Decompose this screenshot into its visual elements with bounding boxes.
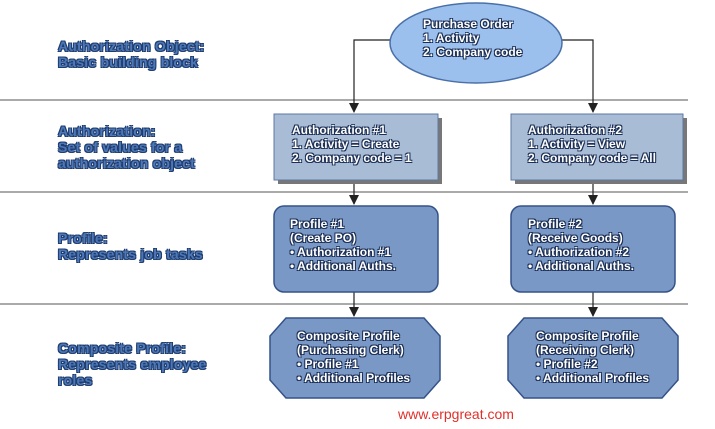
row-label-line: Represents employee	[58, 356, 207, 372]
object-field: 1. Activity	[423, 31, 480, 45]
row-label-line: Authorization Object:	[58, 38, 205, 54]
profile2-subtitle: (Receive Goods)	[528, 231, 623, 245]
row-label-line: Set of values for a	[58, 139, 183, 155]
auth2-title: Authorization #2	[528, 123, 623, 137]
composite1-title: Composite Profile	[297, 329, 400, 343]
row-label-authorization: Authorization: Set of values for a autho…	[58, 123, 195, 171]
profile1-box	[273, 205, 439, 293]
auth1-company-code: 2. Company code = 1	[292, 151, 412, 165]
row-label-line: roles	[58, 372, 93, 388]
profile1-subtitle: (Create PO)	[290, 231, 357, 245]
composite2-item: • Profile #2	[536, 357, 598, 371]
profile2-text: Profile #2 (Receive Goods) • Authorizati…	[528, 217, 634, 273]
row-label-line: Basic building block	[58, 54, 199, 70]
object-ellipse	[389, 2, 563, 84]
composite2-title: Composite Profile	[536, 329, 639, 343]
auth1-text: Authorization #1 1. Activity = Create 2.…	[292, 123, 412, 165]
profile1-item: • Additional Auths.	[290, 259, 396, 273]
object-field: 2. Company code	[423, 45, 523, 59]
composite2-item: • Additional Profiles	[536, 371, 650, 385]
footer-url: www.erpgreat.com	[398, 406, 514, 422]
profile2-box	[510, 205, 676, 293]
row-label-profile: Profile: Represents job tasks	[58, 230, 203, 262]
auth2-activity: 1. Activity = View	[528, 137, 626, 151]
auth2-text: Authorization #2 1. Activity = View 2. C…	[528, 123, 656, 165]
auth2-box	[510, 113, 684, 181]
auth1-box	[273, 113, 439, 181]
auth1-title: Authorization #1	[292, 123, 387, 137]
composite1-octagon	[269, 317, 441, 399]
profile1-item: • Authorization #1	[290, 245, 392, 259]
row-label-line: authorization object	[58, 155, 195, 171]
profile2-item: • Authorization #2	[528, 245, 630, 259]
object-title: Purchase Order	[423, 17, 514, 31]
composite2-subtitle: (Receiving Clerk)	[536, 343, 635, 357]
composite2-octagon	[507, 317, 679, 399]
composite1-item: • Additional Profiles	[297, 371, 411, 385]
connector-object-to-auth1	[349, 39, 393, 113]
row-label-line: Represents job tasks	[58, 246, 203, 262]
profile2-title: Profile #2	[528, 217, 583, 231]
profile1-title: Profile #1	[290, 217, 345, 231]
auth2-company-code: 2. Company code = All	[528, 151, 656, 165]
connector-object-to-auth2	[556, 39, 598, 113]
composite1-subtitle: (Purchasing Clerk)	[297, 343, 404, 357]
row-label-authorization-object: Authorization Object: Basic building blo…	[58, 38, 205, 70]
composite1-item: • Profile #1	[297, 357, 359, 371]
row-label-line: Composite Profile:	[58, 340, 187, 356]
profile1-text: Profile #1 (Create PO) • Authorization #…	[290, 217, 396, 273]
composite1-text: Composite Profile (Purchasing Clerk) • P…	[297, 329, 410, 385]
row-label-composite-profile: Composite Profile: Represents employee r…	[58, 340, 207, 388]
row-label-line: Profile:	[58, 230, 108, 246]
auth1-activity: 1. Activity = Create	[292, 137, 400, 151]
profile2-item: • Additional Auths.	[528, 259, 634, 273]
object-node-text: Purchase Order 1. Activity 2. Company co…	[423, 17, 522, 59]
row-label-line: Authorization:	[58, 123, 156, 139]
composite2-text: Composite Profile (Receiving Clerk) • Pr…	[536, 329, 649, 385]
